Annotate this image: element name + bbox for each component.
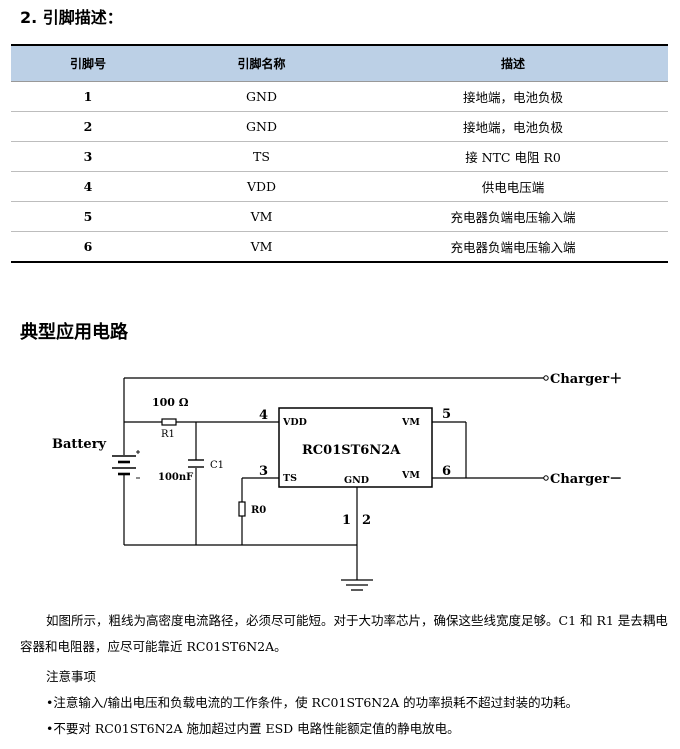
circuit-section-title: 典型应用电路: [20, 322, 128, 343]
pin-number: 4: [11, 171, 165, 202]
pin4-number: 4: [259, 408, 268, 423]
pin-desc: 供电电压端: [358, 171, 668, 202]
pin-name: VM: [250, 239, 273, 254]
table-row: 4 VDD 供电电压端: [11, 171, 668, 202]
pin-number: 2: [11, 111, 165, 142]
pin-section-title: 2. 引脚描述：: [20, 8, 123, 27]
pin-number: 5: [11, 201, 165, 232]
header-description: 描述: [358, 45, 668, 82]
chip-name: RC01ST6N2A: [302, 443, 401, 458]
chip-pin-vm-top: VM: [401, 417, 420, 428]
note-item: •不要对 RC01ST6N2A 施加超过内置 ESD 电路性能额定值的静电放电。: [46, 721, 460, 736]
description-paragraph: 如图所示，粗线为高密度电流路径，必须尽可能短。对于大功率芯片，确保这些线宽度足够…: [20, 613, 668, 654]
pin-name: TS: [165, 141, 358, 172]
charger-plus-label: Charger＋: [550, 372, 622, 387]
charger-minus-label: Charger－: [550, 472, 622, 487]
charger-minus-terminal: [543, 475, 549, 481]
r1-label: R1: [161, 429, 175, 440]
pin-desc: 接地端，电池负极: [358, 81, 668, 112]
pin-desc: 接 NTC 电阻 R0: [358, 141, 668, 172]
battery-label: Battery: [52, 437, 107, 452]
pin-desc: 接地端，电池负极: [358, 111, 668, 142]
chip-pin-vm-bottom: VM: [401, 470, 420, 481]
charger-plus-terminal: [543, 375, 549, 381]
wires: [123, 377, 544, 580]
pin5-number: 5: [442, 407, 451, 422]
pin-number: 3: [11, 141, 165, 172]
pin-description-table: 引脚号 引脚名称 描述 1 GND 接地端，电池负极 2 GND 接地端，电池负…: [11, 44, 668, 263]
table-row: 2 GND 接地端，电池负极: [11, 111, 668, 142]
pin-number: 6: [83, 239, 93, 254]
chip-body: [278, 407, 433, 488]
pin2-number: 2: [362, 513, 371, 528]
table-row: 6 VM 充电器负端电压输入端: [11, 232, 668, 263]
r1-resistor: [161, 418, 177, 426]
c1-label: C1: [210, 460, 224, 471]
header-pin-number: 引脚号: [11, 45, 165, 82]
r1-value-label: 100 Ω: [152, 396, 189, 409]
r0-label: R0: [251, 505, 266, 516]
r0-resistor: [238, 501, 246, 517]
battery-polarity: [136, 450, 140, 479]
pin6-number: 6: [442, 464, 451, 479]
pin-name: VM: [165, 201, 358, 232]
c1-value-label: 100nF: [158, 472, 193, 483]
pin1-number: 1: [342, 513, 351, 528]
pin3-number: 3: [259, 464, 268, 479]
pin-desc: 充电器负端电压输入端: [358, 201, 668, 232]
chip-pin-ts: TS: [283, 473, 297, 484]
header-pin-name: 引脚名称: [165, 45, 358, 82]
chip-pin-gnd: GND: [344, 475, 369, 486]
note-item: •注意输入/输出电压和负载电流的工作条件，使 RC01ST6N2A 的功率损耗不…: [46, 695, 579, 710]
battery-symbol: [112, 455, 136, 476]
table-header-row: 引脚号 引脚名称 描述: [11, 45, 668, 82]
table-row: 1 GND 接地端，电池负极: [11, 81, 668, 112]
pin-name: GND: [165, 111, 358, 142]
circuit-diagram: Charger＋ Charger－ Battery 100 Ω R1 C1 10…: [52, 372, 622, 591]
table-row: 3 TS 接 NTC 电阻 R0: [11, 141, 668, 172]
c1-capacitor: [188, 459, 204, 468]
pin-number: 1: [11, 81, 165, 112]
chip-pin-vdd: VDD: [282, 417, 307, 428]
pin-name: GND: [165, 81, 358, 112]
table-row: 5 VM 充电器负端电压输入端: [11, 201, 668, 232]
ground-icon: [341, 579, 373, 591]
pin-name: VDD: [165, 171, 358, 202]
pin-desc: 充电器负端电压输入端: [450, 240, 576, 255]
notes-heading: 注意事项: [46, 669, 97, 684]
